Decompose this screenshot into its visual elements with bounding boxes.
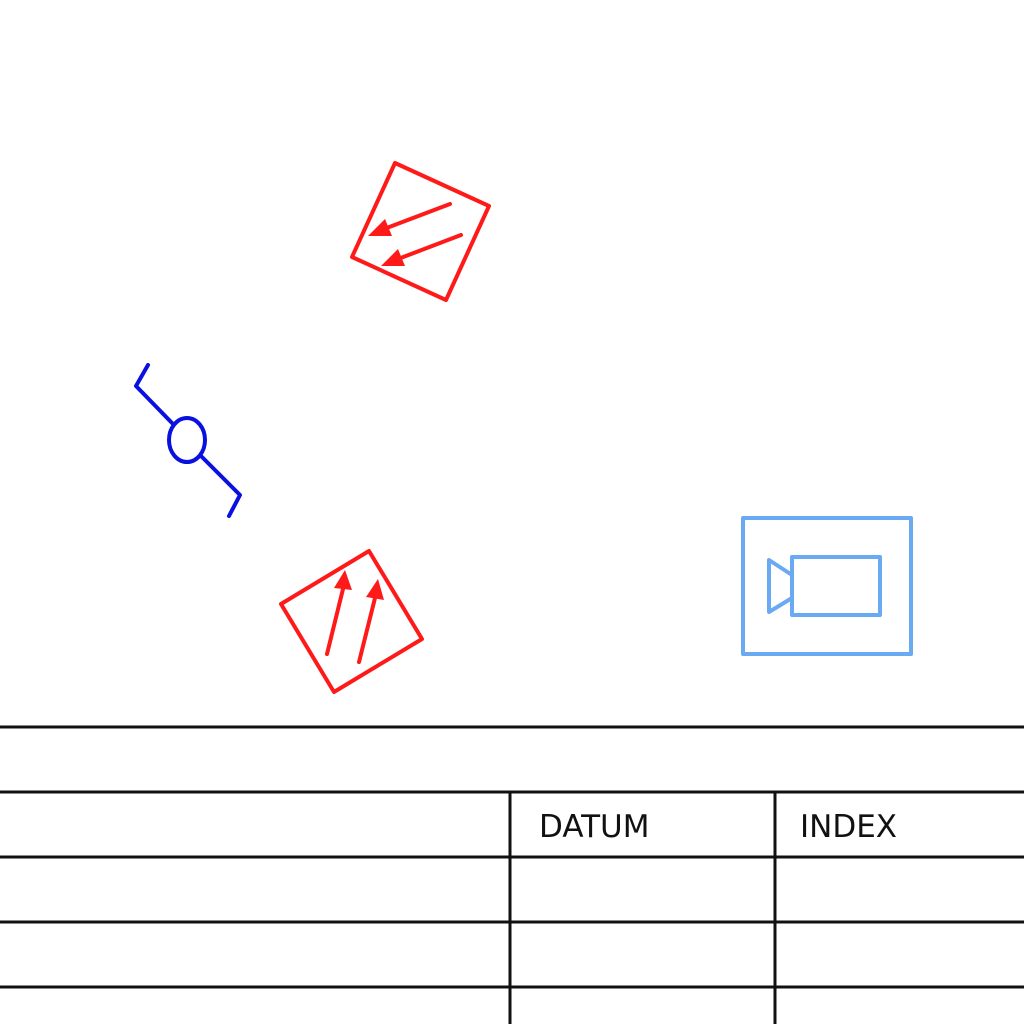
- arrow-upper-2-shaft: [396, 233, 463, 261]
- column-header-datum: DATUM: [539, 809, 650, 845]
- arrow-box-lower-icon: [279, 549, 424, 694]
- bracket-circle-icon: [134, 363, 242, 518]
- arrow-box-upper-frame: [350, 161, 491, 302]
- camera-body: [790, 555, 882, 617]
- arrow-upper-2-head: [381, 249, 405, 266]
- arrow-upper-1-shaft: [382, 202, 452, 231]
- arrow-upper-1-head: [368, 219, 392, 236]
- column-header-index: INDEX: [800, 809, 897, 845]
- arrow-box-upper-icon: [350, 161, 491, 302]
- camera-lens: [767, 558, 794, 614]
- arrow-lower-1-shaft: [325, 587, 345, 656]
- arrow-lower-2-shaft: [357, 596, 377, 664]
- bracket-lower-arm: [199, 454, 242, 518]
- legend-table: [0, 725, 1024, 1024]
- arrow-box-lower-frame: [279, 549, 424, 694]
- bracket-center-circle: [167, 416, 207, 464]
- arrow-lower-2-head: [366, 579, 384, 600]
- arrow-lower-1-head: [334, 570, 352, 590]
- video-camera-icon: [741, 516, 913, 656]
- camera-outer-frame: [741, 516, 913, 656]
- bracket-upper-arm: [134, 363, 175, 426]
